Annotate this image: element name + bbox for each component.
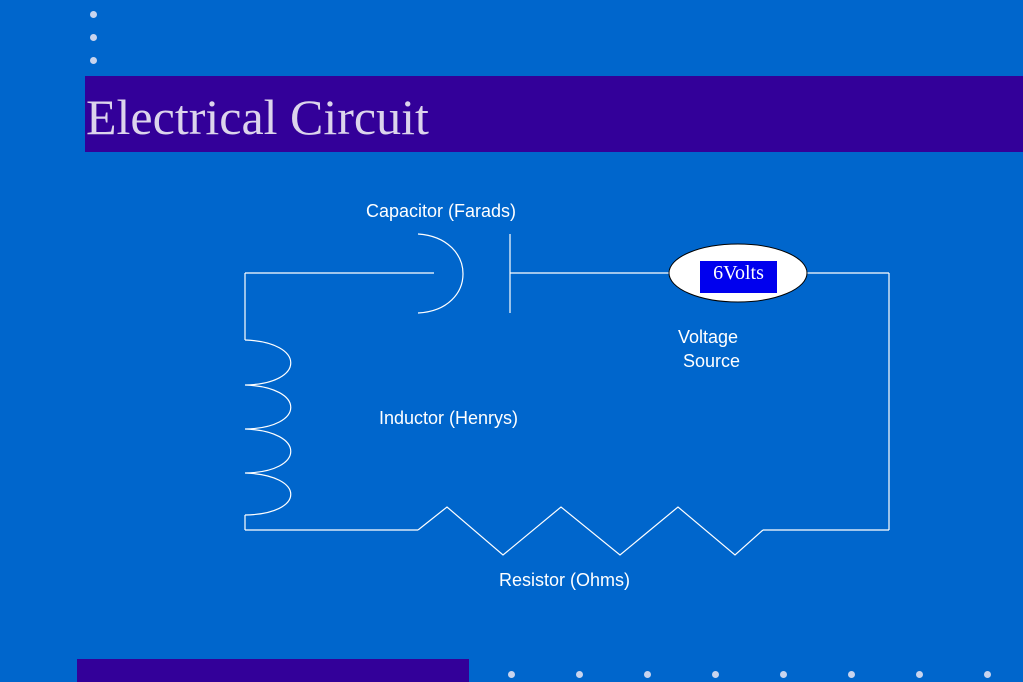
capacitor-label: Capacitor (Farads) [366,201,517,221]
decor-dot [508,671,515,678]
decor-dot [780,671,787,678]
resistor-zigzag [417,506,764,556]
decor-dot [848,671,855,678]
inductor-coils [244,339,292,516]
voltage-source-box [699,260,778,294]
decor-dot [576,671,583,678]
capacitor-curved-plate [417,233,464,314]
decor-dot [712,671,719,678]
resistor-label: Resistor (Ohms) [499,570,631,590]
title-band [85,76,1023,152]
decor-dot [90,57,97,64]
slide-title: Electrical Circuit [86,89,429,145]
decor-dot [90,34,97,41]
footer-band [77,659,469,682]
voltage-source-label-line1: Voltage [678,327,739,347]
voltage-source-label-line2: Source [683,351,741,371]
inductor-label: Inductor (Henrys) [379,408,519,428]
decor-dot [984,671,991,678]
decor-dot [644,671,651,678]
decor-dot [916,671,923,678]
decor-dot [90,11,97,18]
voltage-source-value: 6Volts [713,262,764,284]
